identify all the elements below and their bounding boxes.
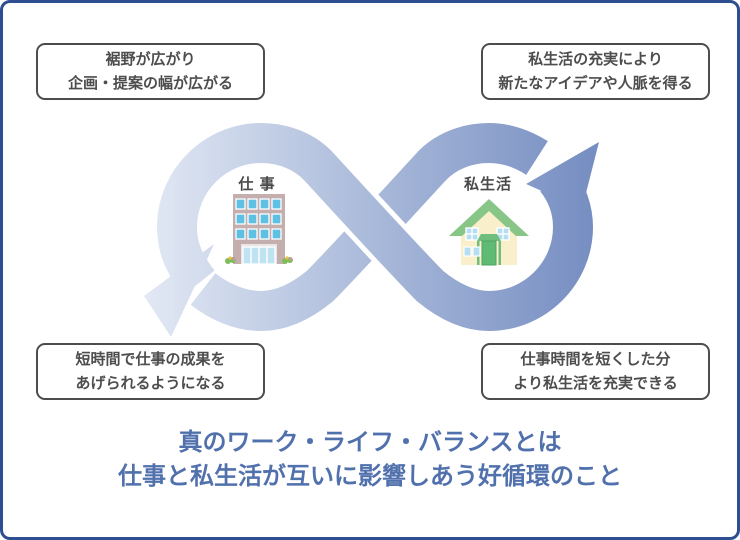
title-line-2: 仕事と私生活が互いに影響しあう好循環のこと	[118, 463, 622, 490]
private-life-label: 私生活	[463, 176, 512, 193]
benefit-text: 短時間で仕事の成果を	[75, 350, 226, 368]
main-title: 真のワーク・ライフ・バランスとは 仕事と私生活が互いに影響しあう好循環のこと	[3, 426, 737, 494]
arrowhead-right-icon	[526, 142, 599, 248]
office-building-icon	[225, 194, 293, 265]
work-label: 仕 事	[238, 176, 276, 193]
loop-ribbon-over	[156, 122, 594, 332]
benefit-text: あげられるようになる	[75, 374, 226, 392]
title-line-1: 真のワーク・ライフ・バランスとは	[178, 429, 562, 456]
infinity-loop-graphic	[144, 117, 599, 337]
benefit-text: 私生活の充実により	[528, 50, 663, 68]
house-icon	[449, 199, 529, 266]
benefit-text: 企画・提案の幅が広がる	[67, 74, 233, 92]
benefit-text: 仕事時間を短くした分	[520, 350, 671, 368]
benefit-text: より私生活を充実できる	[513, 374, 678, 392]
arrowhead-left-icon	[144, 244, 214, 337]
benefit-box-new-ideas: 私生活の充実により 新たなアイデアや人脈を得る	[481, 43, 710, 100]
benefit-text: 裾野が広がり	[105, 50, 196, 68]
benefit-text: 新たなアイデアや人脈を得る	[498, 74, 693, 92]
benefit-box-private-life: 仕事時間を短くした分 より私生活を充実できる	[481, 343, 710, 400]
benefit-box-work-results: 短時間で仕事の成果を あげられるようになる	[36, 343, 265, 400]
benefit-box-work-growth: 裾野が広がり 企画・提案の幅が広がる	[36, 43, 265, 100]
flower-bed-icon	[225, 256, 293, 264]
